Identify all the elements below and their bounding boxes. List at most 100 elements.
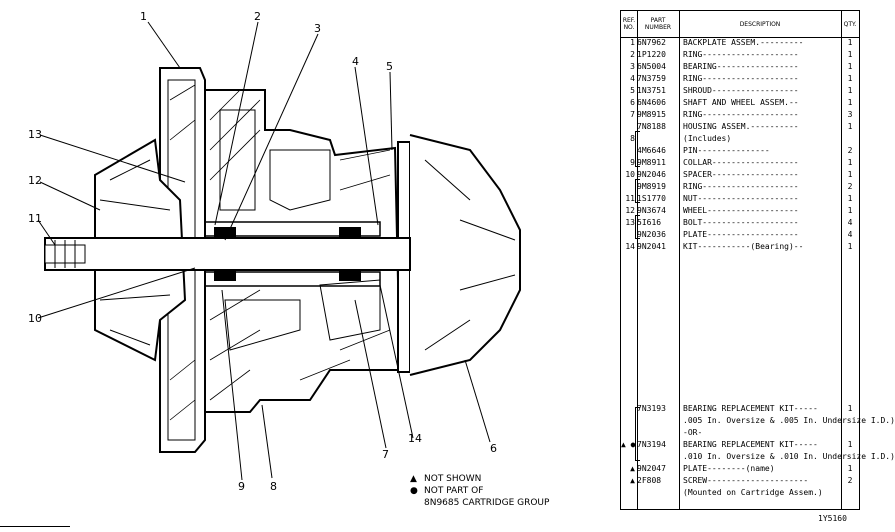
qty-cell: 1: [847, 206, 853, 215]
ref-cell: 6: [630, 98, 635, 107]
part-number-cell: 4M6646: [637, 146, 666, 155]
qty-cell: 1: [847, 158, 853, 167]
callout-11: 11: [28, 212, 42, 225]
ref-cell: 4: [630, 74, 635, 83]
part-number-cell: 6N4606: [637, 98, 666, 107]
part-number-cell: 9M8919: [637, 182, 666, 191]
description-cell: NUT---------------------: [683, 194, 799, 203]
qty-cell: 4: [847, 230, 853, 239]
ref-cell: 9: [630, 158, 635, 167]
part-number-cell: 9N3674: [637, 206, 666, 215]
description-cell: RING--------------------: [683, 74, 799, 83]
description-cell: BEARING-----------------: [683, 62, 799, 71]
table-row: .010 In. Oversize & .010 In. Undersize I…: [621, 451, 895, 463]
ref-cell: 8: [630, 134, 635, 143]
figure-number: 1Y5160: [818, 514, 847, 523]
description-cell: SPACER------------------: [683, 170, 799, 179]
ref-cell: 10: [625, 170, 635, 179]
table-row: 8 (Includes): [621, 133, 859, 145]
table-row: 7N8188 HOUSING ASSEM.---------- 1: [621, 121, 859, 133]
description-cell: WHEEL-------------------: [683, 206, 799, 215]
description-cell: KIT-----------(Bearing)--: [683, 242, 804, 251]
qty-cell: 1: [847, 62, 853, 71]
turbocharger-body: [44, 67, 521, 453]
callout-10: 10: [28, 312, 42, 325]
description-cell: PLATE--------(name): [683, 464, 775, 473]
ref-cell: 1: [630, 38, 635, 47]
qty-cell: 1: [847, 464, 853, 473]
ref-cell: ▲ ●: [621, 440, 636, 449]
part-number-cell: 6N7962: [637, 38, 666, 47]
part-number-cell: 9N2046: [637, 170, 666, 179]
ref-cell: 2: [630, 50, 635, 59]
ref-cell: ▲: [630, 476, 635, 485]
part-number-cell: 7N8188: [637, 122, 666, 131]
callout-14: 14: [408, 432, 422, 445]
table-row: -OR-: [621, 427, 859, 439]
qty-cell: 1: [847, 404, 853, 413]
qty-cell: 2: [847, 476, 853, 485]
part-number-cell: 5I616: [637, 218, 662, 227]
part-number-cell: 7N3759: [637, 74, 666, 83]
table-row: .005 In. Oversize & .005 In. Undersize I…: [621, 415, 895, 427]
description-cell: SHAFT AND WHEEL ASSEM.--: [683, 98, 799, 107]
header-qty: QTY.: [841, 11, 859, 38]
turbocharger-cross-section-drawing: 1 2 3 4 5 6 7 8 9 10 11 12 13 14: [28, 10, 521, 493]
qty-cell: 1: [847, 194, 853, 203]
part-number-cell: 1P1220: [637, 50, 666, 59]
part-number-cell: 9N2047: [637, 464, 666, 473]
callout-2: 2: [254, 10, 261, 23]
description-cell: BACKPLATE ASSEM.---------: [683, 38, 804, 47]
ref-cell: 7: [630, 110, 635, 119]
legend-item-cartridge-group: 8N9685 CARTRIDGE GROUP: [424, 498, 550, 508]
qty-cell: 1: [847, 122, 853, 131]
callout-12: 12: [28, 174, 42, 187]
ref-cell: 12: [625, 206, 635, 215]
qty-cell: 1: [847, 170, 853, 179]
qty-cell: 1: [847, 98, 853, 107]
callout-5: 5: [386, 60, 393, 73]
part-number-cell: 9N2041: [637, 242, 666, 251]
header-ref-no: REF. NO.: [621, 11, 637, 38]
part-number-cell: 9M8915: [637, 110, 666, 119]
qty-cell: 2: [847, 146, 853, 155]
header-part-number: PART NUMBER: [637, 11, 679, 38]
description-cell: RING--------------------: [683, 50, 799, 59]
callout-8: 8: [270, 480, 277, 493]
part-number-cell: 7N3193: [637, 404, 666, 413]
description-cell: PLATE-------------------: [683, 230, 799, 239]
callout-leader-lines: [37, 21, 491, 481]
description-cell: RING--------------------: [683, 182, 799, 191]
description-cell: SHROUD------------------: [683, 86, 799, 95]
ref-cell: 3: [630, 62, 635, 71]
part-number-cell: 9M8911: [637, 158, 666, 167]
header-description: DESCRIPTION: [679, 11, 841, 38]
footer-rule: [0, 526, 70, 527]
ref-cell: 14: [625, 242, 635, 251]
legend-item-not-shown: ▲NOT SHOWN: [410, 474, 482, 484]
callout-4: 4: [352, 55, 359, 68]
callout-7: 7: [382, 448, 389, 461]
description-cell: PIN---------------: [683, 146, 770, 155]
qty-cell: 2: [847, 182, 853, 191]
description-cell: RING--------------------: [683, 110, 799, 119]
qty-cell: 1: [847, 86, 853, 95]
legend-item-not-part-of: ●NOT PART OF: [410, 486, 484, 496]
ref-cell: 11: [625, 194, 635, 203]
description-cell: HOUSING ASSEM.----------: [683, 122, 799, 131]
